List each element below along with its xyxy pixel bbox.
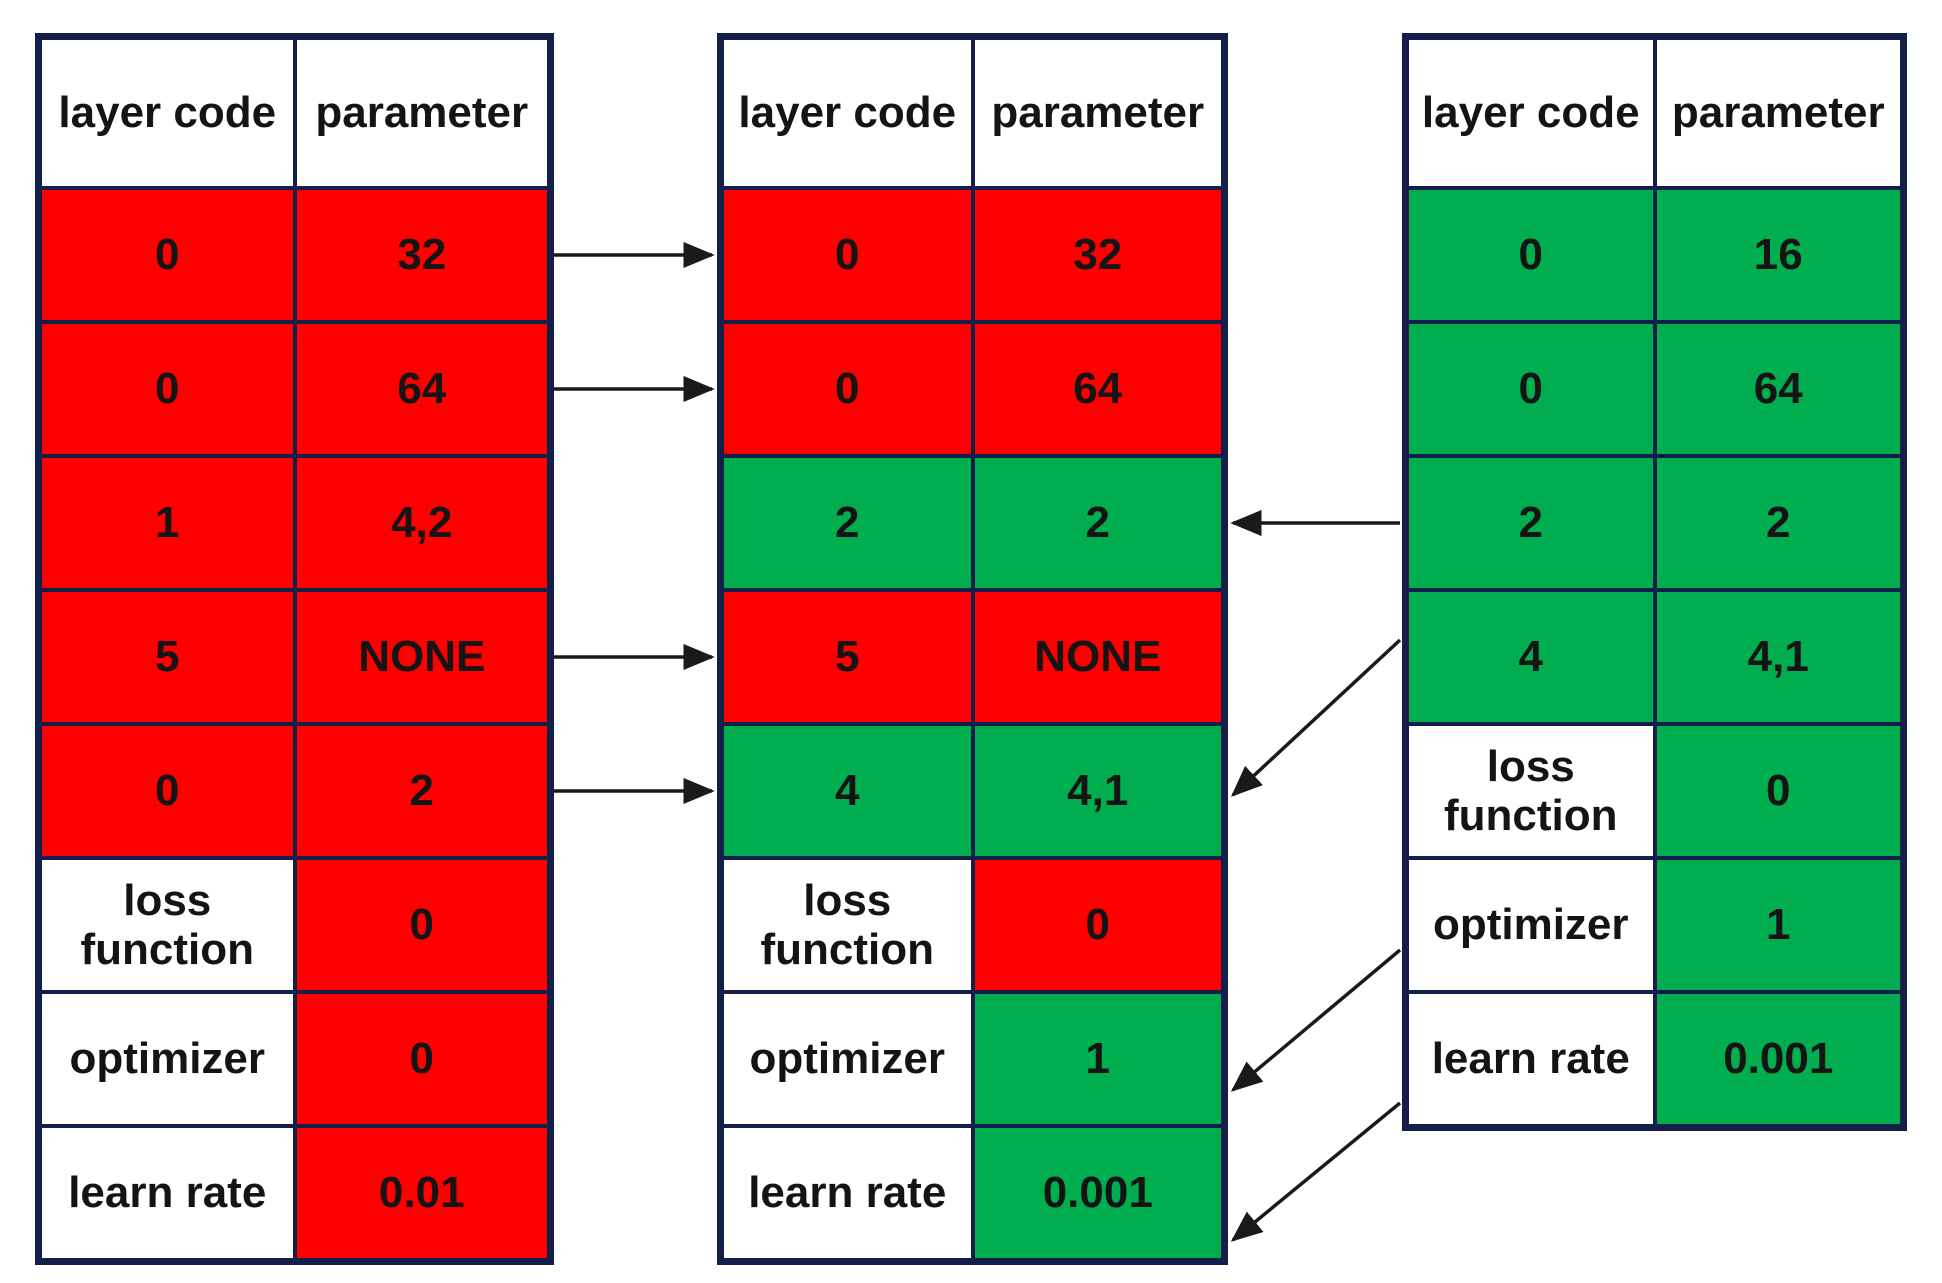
gene-parameter-cell: 16 (1654, 188, 1902, 322)
gene-code-cell: optimizer (1407, 858, 1655, 992)
gene-code-cell: 5 (722, 590, 973, 724)
header-layer-code: layer code (722, 38, 973, 188)
gene-parameter-cell: 0.001 (972, 1126, 1223, 1260)
gene-code-cell: loss function (1407, 724, 1655, 858)
gene-parameter-cell: NONE (972, 590, 1223, 724)
gene-parameter-cell: 32 (294, 188, 549, 322)
gene-parameter-cell: 1 (1654, 858, 1902, 992)
header-layer-code: layer code (1407, 38, 1655, 188)
gene-code-cell: loss function (40, 858, 295, 992)
header-parameter: parameter (1654, 38, 1902, 188)
gene-code-cell: 4 (722, 724, 973, 858)
gene-code-cell: optimizer (40, 992, 295, 1126)
gene-code-cell: 0 (1407, 322, 1655, 456)
gene-code-cell: learn rate (40, 1126, 295, 1260)
header-parameter: parameter (294, 38, 549, 188)
gene-code-cell: 5 (40, 590, 295, 724)
gene-code-cell: 1 (40, 456, 295, 590)
gene-code-cell: learn rate (1407, 992, 1655, 1126)
gene-code-cell: 2 (722, 456, 973, 590)
arrow-right-row4-to-offspring (1230, 638, 1402, 797)
gene-parameter-cell: 2 (972, 456, 1223, 590)
gene-code-cell: 0 (40, 188, 295, 322)
header-layer-code: layer code (40, 38, 295, 188)
gene-parameter-cell: 2 (1654, 456, 1902, 590)
gene-parameter-cell: 0 (294, 858, 549, 992)
arrow-right-optimizer-to-offspring (1230, 948, 1402, 1092)
gene-code-cell: 0 (40, 322, 295, 456)
gene-parameter-cell: 32 (972, 188, 1223, 322)
gene-parameter-cell: NONE (294, 590, 549, 724)
gene-code-cell: learn rate (722, 1126, 973, 1260)
gene-parameter-cell: 0 (294, 992, 549, 1126)
gene-parameter-cell: 64 (294, 322, 549, 456)
gene-parameter-cell: 0 (1654, 724, 1902, 858)
gene-parameter-cell: 64 (1654, 322, 1902, 456)
gene-code-cell: optimizer (722, 992, 973, 1126)
gene-parameter-cell: 0.001 (1654, 992, 1902, 1126)
header-parameter: parameter (972, 38, 1223, 188)
gene-parameter-cell: 0 (972, 858, 1223, 992)
gene-code-cell: 0 (40, 724, 295, 858)
gene-code-cell: 0 (722, 188, 973, 322)
gene-code-cell: 2 (1407, 456, 1655, 590)
gene-parameter-cell: 2 (294, 724, 549, 858)
gene-parameter-cell: 4,1 (972, 724, 1223, 858)
arrow-right-learn-rate-to-offspring (1230, 1101, 1402, 1242)
gene-parameter-cell: 4,1 (1654, 590, 1902, 724)
gene-code-cell: 0 (722, 322, 973, 456)
gene-code-cell: 0 (1407, 188, 1655, 322)
gene-code-cell: loss function (722, 858, 973, 992)
gene-parameter-cell: 4,2 (294, 456, 549, 590)
gene-parameter-cell: 0.01 (294, 1126, 549, 1260)
gene-code-cell: 4 (1407, 590, 1655, 724)
gene-parameter-cell: 1 (972, 992, 1223, 1126)
gene-parameter-cell: 64 (972, 322, 1223, 456)
